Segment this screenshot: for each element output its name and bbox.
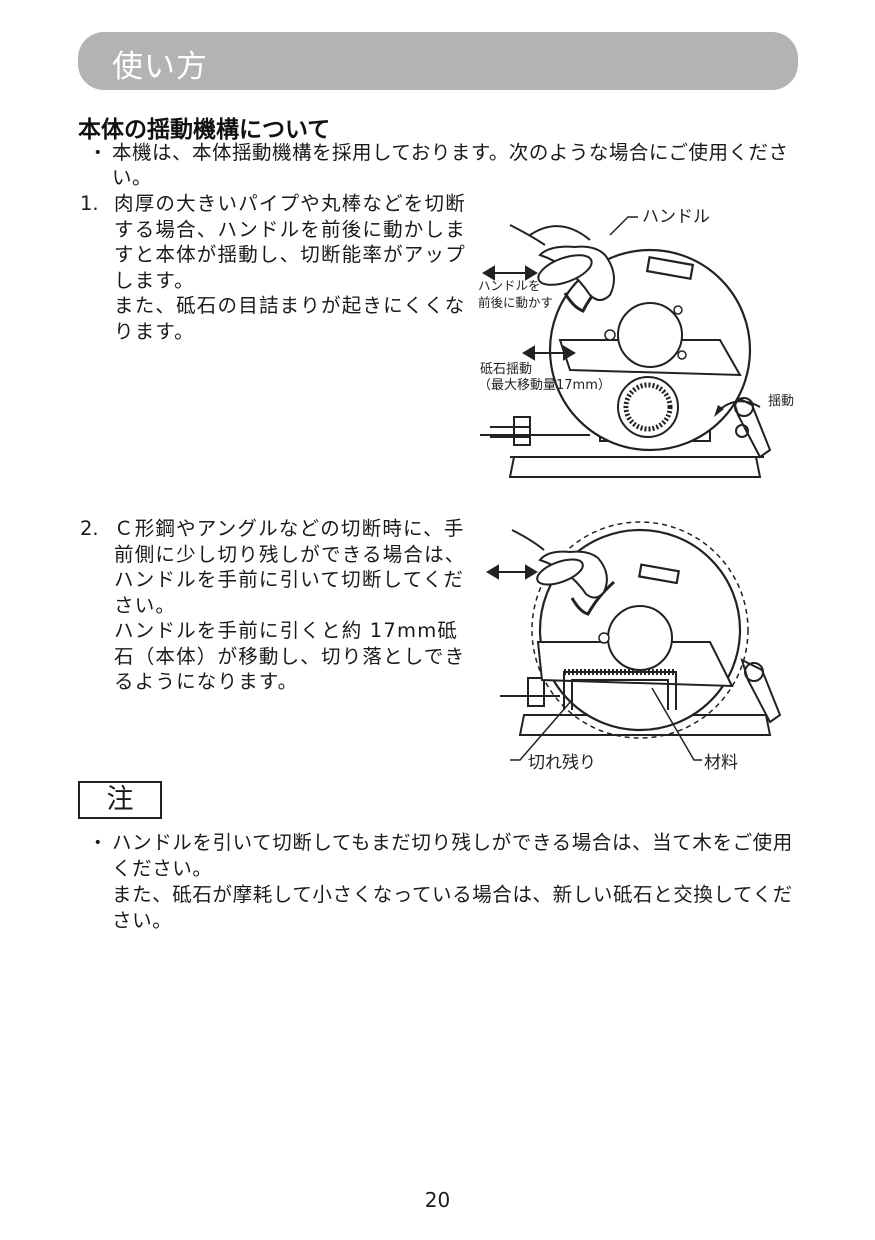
label-handle: ハンドル [642, 207, 710, 227]
label-leftover: 切れ残り [528, 753, 596, 773]
item-2-text-2: ハンドルを手前に引くと約 17mm砥石（本体）が移動し、切り落としできるようにな… [114, 619, 466, 693]
item-1-number: 1. [80, 192, 99, 215]
arrow-wheel-swing [522, 345, 576, 361]
label-swing-2: （最大移動量17mm） [478, 378, 611, 393]
item-2-text: Ｃ形鋼やアングルなどの切断時に、手前側に少し切り残しができる場合は、ハンドルを手… [114, 517, 466, 617]
label-move-1: ハンドルを [478, 278, 541, 293]
note-text-1: ハンドルを引いて切断してもまだ切り残しができる場合は、当て木をご使用ください。 [112, 831, 793, 880]
intro-text: 本機は、本体揺動機構を採用しております。次のような場合にご使用ください。 [112, 141, 789, 189]
arrow-pull [486, 564, 538, 580]
cutter-pull-figure: 切れ残り 材料 [486, 521, 782, 773]
channel-workpiece [563, 669, 677, 710]
label-move-2: 前後に動かす [478, 295, 553, 310]
hand-on-handle [511, 529, 608, 599]
page-number: 20 [424, 1188, 451, 1212]
pivot-arm [730, 393, 772, 459]
item-2-number: 2. [80, 517, 99, 540]
bullet-mark: ・ [88, 141, 108, 164]
page-title: 使い方 [112, 49, 208, 85]
header-banner: 使い方 [78, 32, 798, 90]
item-1-text-2: また、砥石の目詰まりが起きにくくなります。 [114, 294, 466, 343]
pipe-workpiece [617, 376, 679, 438]
label-material: 材料 [704, 753, 738, 773]
machine-base [500, 658, 782, 736]
cutter-swing-figure: ハンドル ハンドルを 前後に動かす 砥石揺動 （最大移動量17mm） 揺動 [478, 207, 794, 478]
item-1-text: 肉厚の大きいパイプや丸棒などを切断する場合、ハンドルを前後に動かしますと本体が揺… [114, 192, 466, 292]
label-rock: 揺動 [768, 394, 794, 409]
label-swing-1: 砥石揺動 [480, 362, 532, 377]
hand-on-handle [509, 224, 615, 301]
note-heading: 注 [78, 781, 162, 819]
bullet-mark: ・ [88, 831, 108, 854]
note-text: ハンドルを引いて切断してもまだ切り残しができる場合は、当て木をご使用ください。 … [112, 830, 800, 934]
arrow-handle-move [482, 265, 538, 281]
note-text-2: また、砥石が摩耗して小さくなっている場合は、新しい砥石と交換してください。 [112, 883, 793, 932]
section-title: 本体の揺動機構について [78, 117, 331, 143]
